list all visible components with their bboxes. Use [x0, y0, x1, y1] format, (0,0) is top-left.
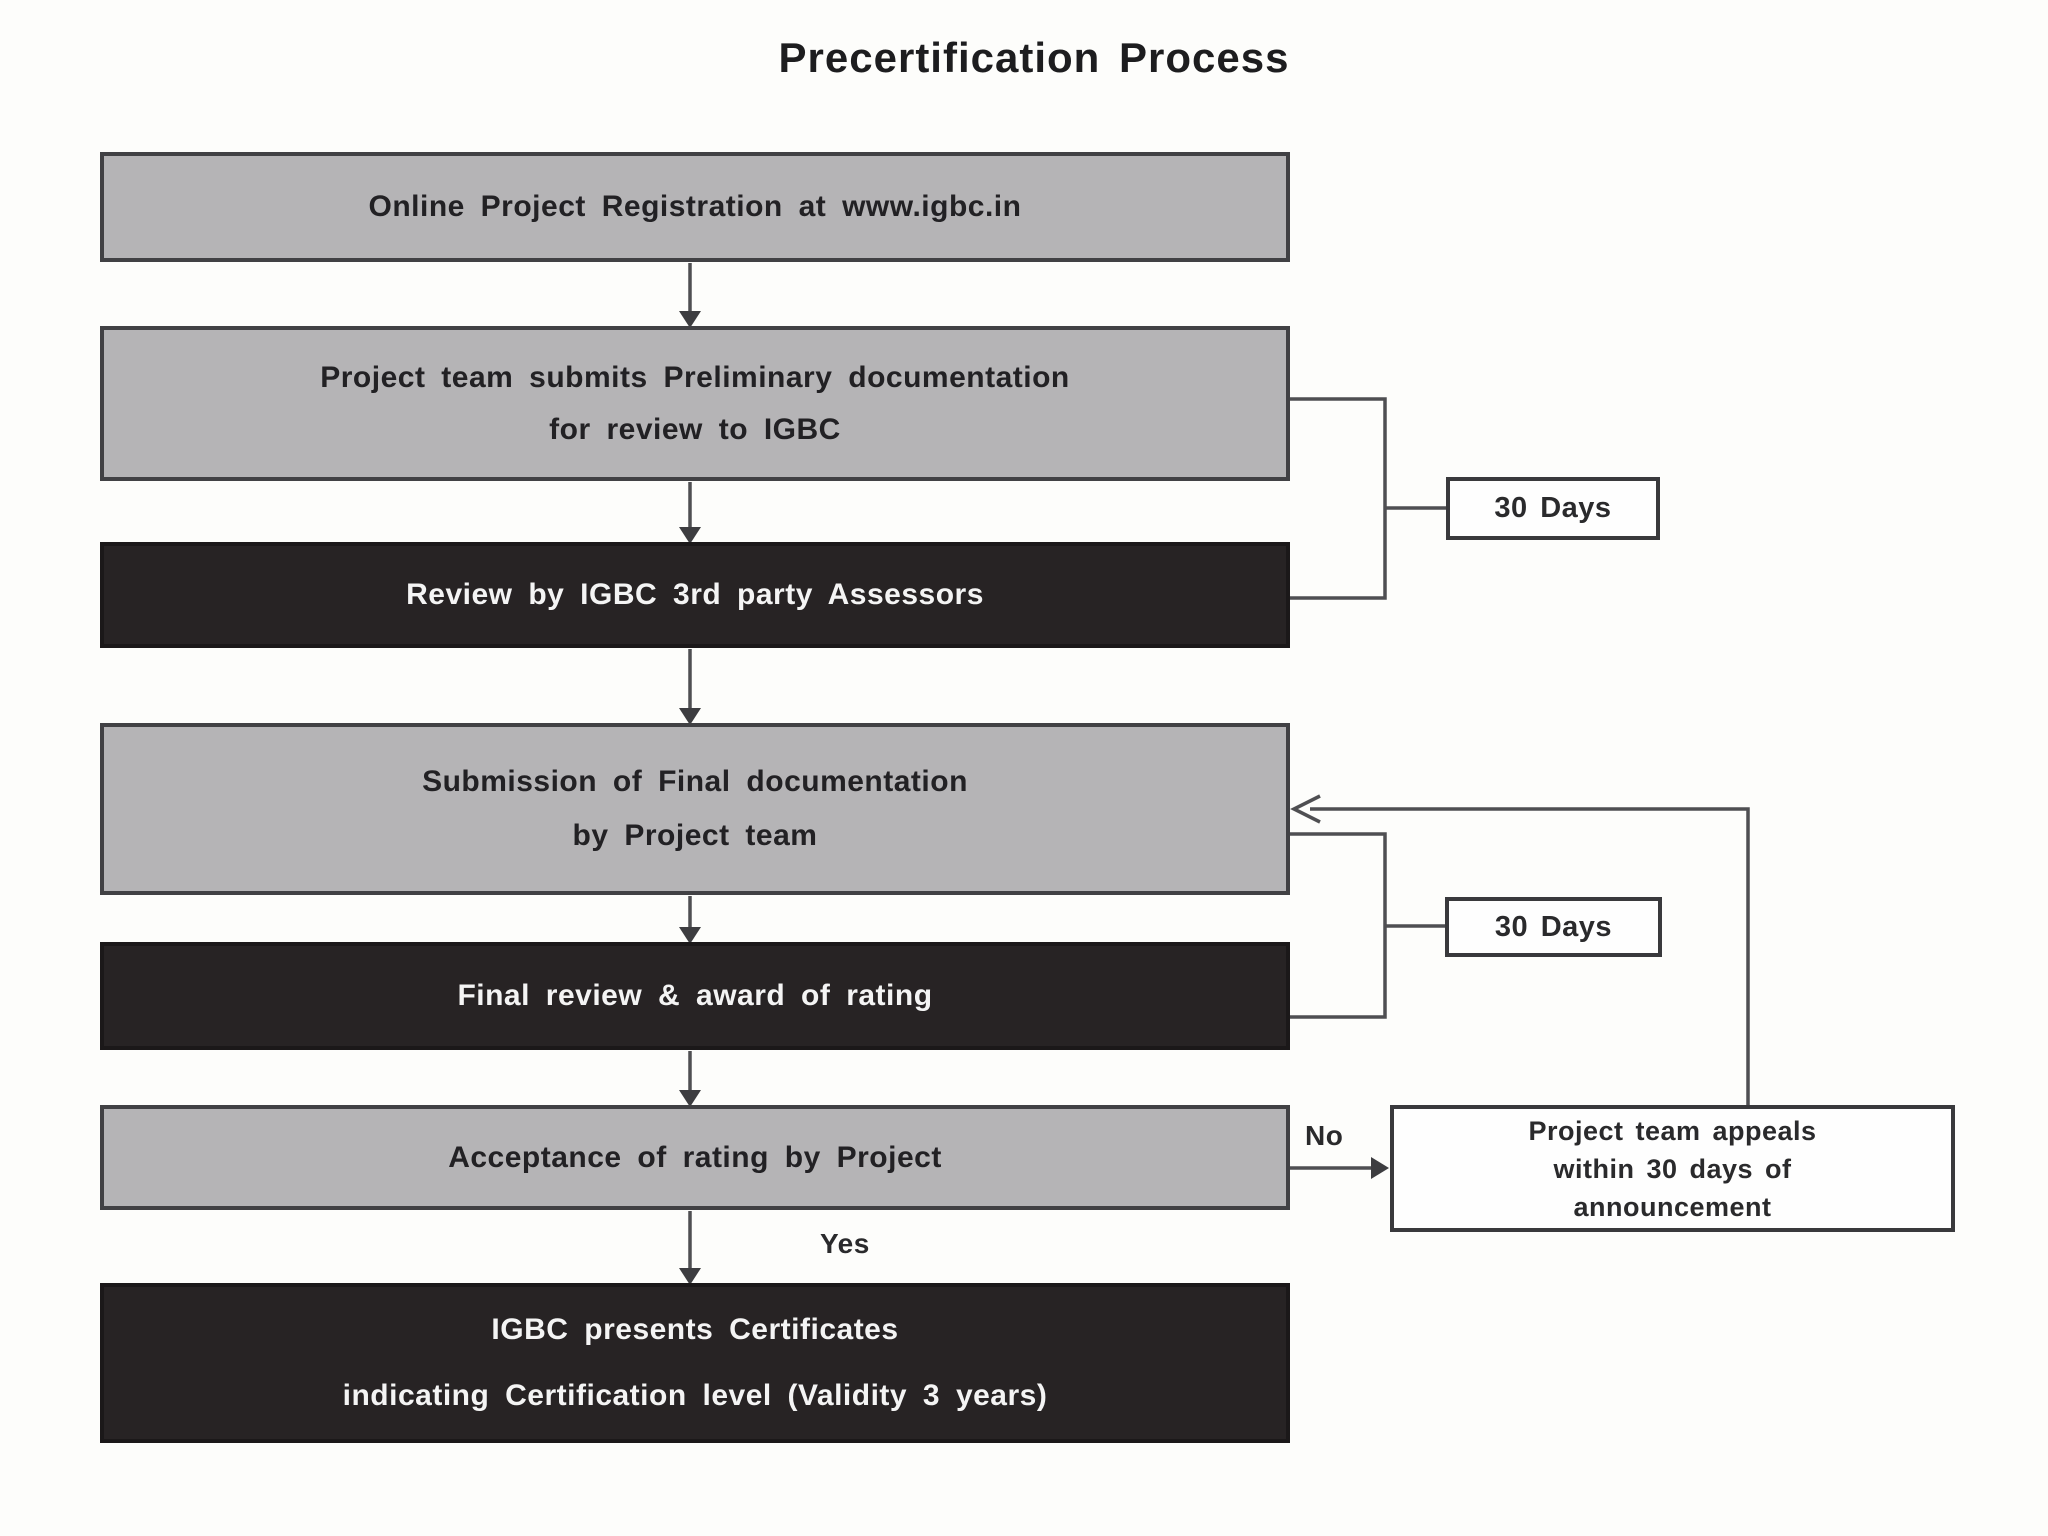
no-label: No	[1305, 1120, 1344, 1151]
step-preliminary-documentation: Project team submits Preliminary documen…	[100, 326, 1290, 481]
timer-label: 30 Days	[1494, 492, 1612, 524]
step-online-registration: Online Project Registration at www.igbc.…	[100, 152, 1290, 262]
step-text: by Project team	[572, 819, 818, 852]
step-text: for review to IGBC	[549, 412, 841, 446]
step-text: Online Project Registration at www.igbc.…	[368, 190, 1022, 223]
step-final-documentation: Submission of Final documentation by Pro…	[100, 723, 1290, 895]
step-review-assessors: Review by IGBC 3rd party Assessors	[100, 542, 1290, 648]
step-text: Project team submits Preliminary documen…	[320, 360, 1070, 394]
step-text: IGBC presents Certificates	[491, 1313, 899, 1346]
diagram-title: Precertification Process	[778, 34, 1290, 81]
step-text: Review by IGBC 3rd party Assessors	[406, 578, 984, 611]
appeal-text: within 30 days of	[1553, 1153, 1792, 1184]
step-text: Acceptance of rating by Project	[448, 1140, 942, 1174]
timer-30-days-preliminary: 30 Days	[1446, 477, 1660, 540]
step-text: Submission of Final documentation	[422, 765, 968, 798]
appeal-text: Project team appeals	[1528, 1115, 1817, 1146]
step-acceptance-of-rating: Acceptance of rating by Project	[100, 1105, 1290, 1210]
step-final-review: Final review & award of rating	[100, 942, 1290, 1050]
yes-label: Yes	[820, 1228, 870, 1259]
step-certificates-presented: IGBC presents Certificates indicating Ce…	[100, 1283, 1290, 1443]
timer-30-days-final: 30 Days	[1445, 897, 1662, 957]
timer-label: 30 Days	[1494, 910, 1613, 943]
appeal-text: announcement	[1573, 1191, 1772, 1222]
step-text: Final review & award of rating	[457, 979, 933, 1012]
step-text: indicating Certification level (Validity…	[342, 1379, 1048, 1412]
appeal-box: Project team appeals within 30 days of a…	[1390, 1105, 1955, 1232]
